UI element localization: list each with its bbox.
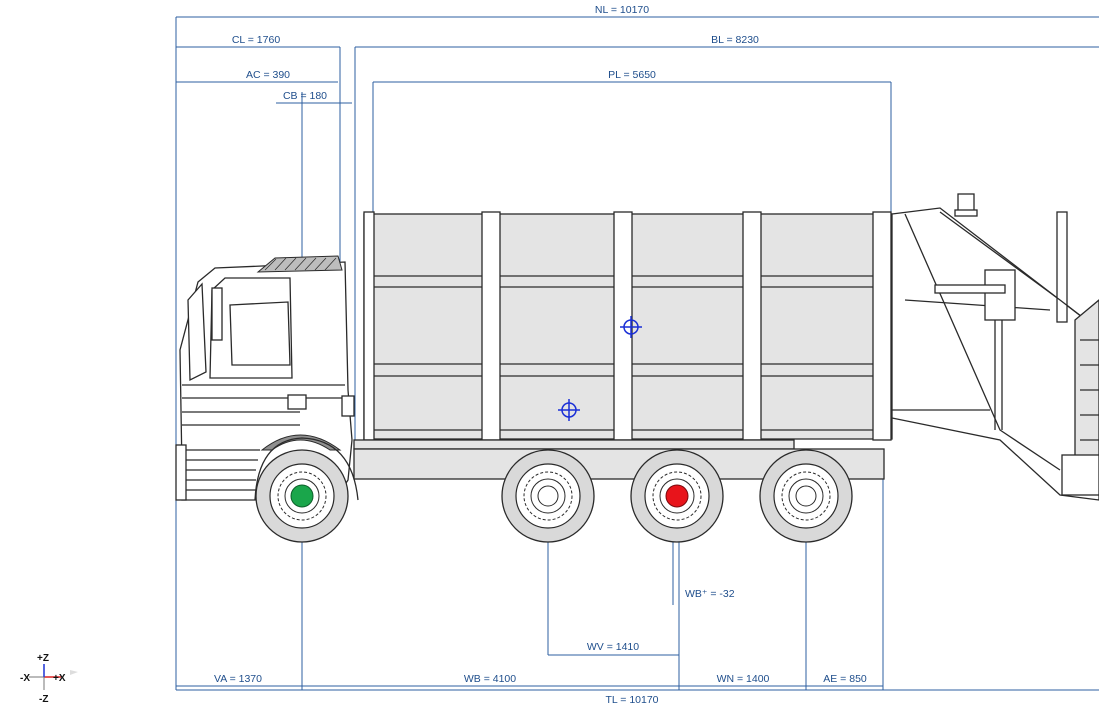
bl-label: BL = 8230 bbox=[711, 34, 759, 46]
minus-z-label: -Z bbox=[39, 694, 48, 705]
wv-label: WV = 1410 bbox=[587, 641, 639, 653]
nl-label: NL = 10170 bbox=[595, 4, 649, 16]
ae-label: AE = 850 bbox=[823, 673, 867, 685]
wb-offset-label: WB⁺ = -32 bbox=[685, 588, 735, 600]
drive-axle-marker bbox=[665, 484, 689, 508]
dimension-lines bbox=[175, 16, 1099, 691]
center-of-gravity-marker-upper bbox=[620, 316, 642, 338]
front-axle-marker bbox=[290, 484, 314, 508]
va-label: VA = 1370 bbox=[214, 673, 262, 685]
ac-label: AC = 390 bbox=[246, 69, 290, 81]
cl-label: CL = 1760 bbox=[232, 34, 281, 46]
minus-x-label: -X bbox=[20, 673, 30, 684]
wn-label: WN = 1400 bbox=[717, 673, 770, 685]
rear-wheel-3 bbox=[759, 449, 853, 543]
tl-label: TL = 10170 bbox=[605, 694, 658, 706]
rear-loader bbox=[891, 193, 1099, 501]
axis-legend: +Z -Z -X +X bbox=[20, 653, 78, 705]
pl-label: PL = 5650 bbox=[608, 69, 656, 81]
truck-cab bbox=[175, 255, 359, 501]
wb-label: WB = 4100 bbox=[464, 673, 516, 685]
plus-x-label: +X bbox=[53, 673, 66, 684]
center-of-gravity-marker-lower bbox=[558, 399, 580, 421]
cargo-body bbox=[363, 211, 893, 441]
rear-wheel-1 bbox=[501, 449, 595, 543]
cb-label: CB = 180 bbox=[283, 90, 327, 102]
plus-z-label: +Z bbox=[37, 653, 49, 664]
